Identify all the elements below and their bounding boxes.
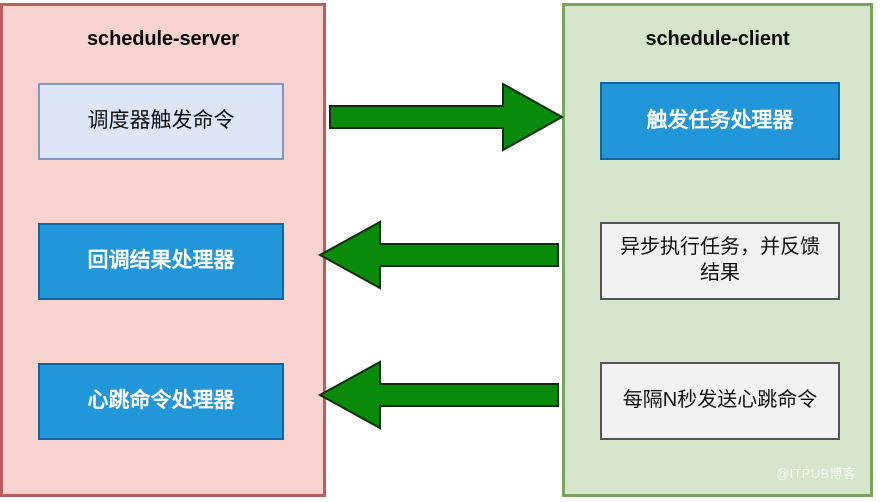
watermark-itpub: @ITPUB博客 [776,466,856,481]
box-trigger-task-handler: 触发任务处理器 [600,82,840,160]
arrow-left-client-to-server-heartbeat [317,360,559,430]
arrow-right-server-to-client [329,82,565,152]
box-async-execute-task: 异步执行任务，并反馈结果 [600,222,840,300]
panel-title-schedule-server: schedule-server [87,28,239,50]
box-callback-result-handler: 回调结果处理器 [38,223,284,300]
panel-title-schedule-client: schedule-client [645,28,790,50]
box-heartbeat-command-handler: 心跳命令处理器 [38,363,284,440]
box-dispatch-command: 调度器触发命令 [38,83,284,160]
arrow-left-client-to-server-result [317,220,559,290]
box-send-heartbeat-command: 每隔N秒发送心跳命令 [600,362,840,440]
